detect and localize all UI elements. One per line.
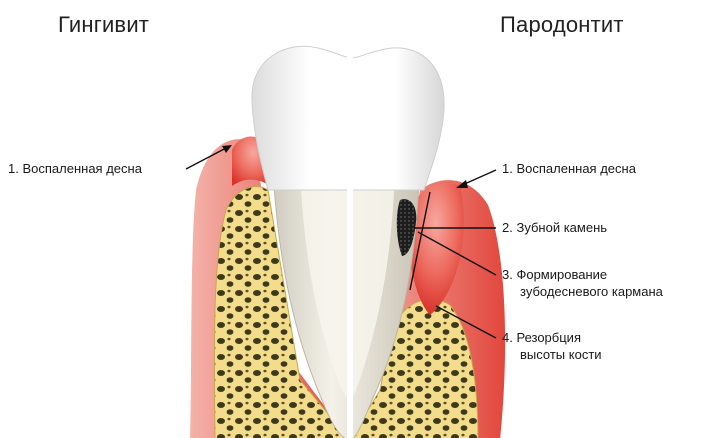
- right-label-1-text: Воспаленная десна: [516, 161, 635, 176]
- right-label-2-text: Зубной камень: [516, 220, 607, 235]
- left-label-1-number: 1.: [8, 161, 19, 176]
- left-label-1-text: Воспаленная десна: [22, 161, 141, 176]
- right-label-3-text-line1: Формирование: [516, 267, 607, 282]
- right-label-4-number: 4.: [502, 330, 513, 345]
- center-divider: [347, 40, 353, 438]
- right-label-3-number: 3.: [502, 267, 513, 282]
- right-label-4-text-line1: Резорбция: [516, 330, 581, 345]
- right-label-1-number: 1.: [502, 161, 513, 176]
- right-label-4-text-line2: высоты кости: [502, 346, 602, 363]
- right-label-bone-resorption: 4. Резорбция высоты кости: [502, 329, 602, 363]
- left-label-inflamed-gum: 1. Воспаленная десна: [8, 160, 142, 177]
- right-label-pocket: 3. Формирование зубодесневого кармана: [502, 266, 663, 300]
- title-gingivitis: Гингивит: [58, 12, 149, 38]
- right-label-2-number: 2.: [502, 220, 513, 235]
- right-label-tartar: 2. Зубной камень: [502, 219, 607, 236]
- right-label-inflamed-gum: 1. Воспаленная десна: [502, 160, 636, 177]
- title-periodontitis: Пародонтит: [500, 12, 624, 38]
- right-label-3-text-line2: зубодесневого кармана: [502, 283, 663, 300]
